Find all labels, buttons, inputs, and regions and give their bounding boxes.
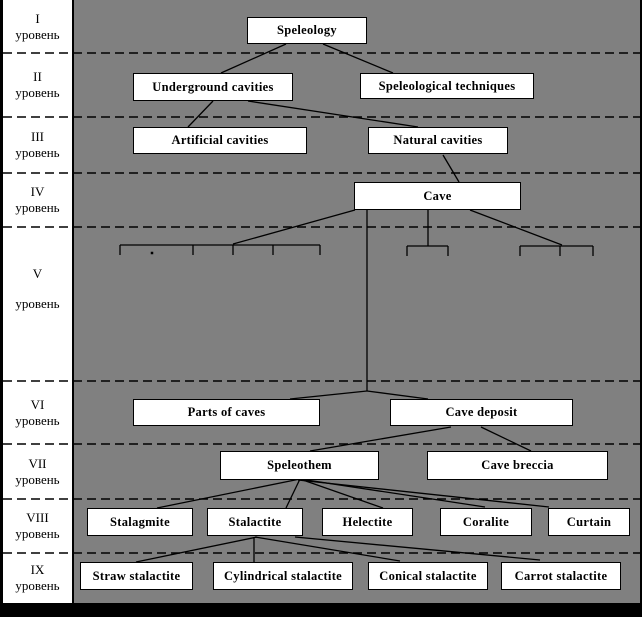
level-numeral: VIII: [26, 510, 49, 525]
node-carrot-stalactite: Carrot stalactite: [501, 562, 621, 590]
node-helectite: Helectite: [322, 508, 413, 536]
node-conical-stalactite: Conical stalactite: [368, 562, 488, 590]
connector-line: [232, 209, 356, 245]
node-straw-stalactite: Straw stalactite: [80, 562, 193, 590]
stray-dot: [150, 251, 154, 255]
level-word: уровень: [15, 526, 60, 541]
connector-line: [294, 536, 541, 561]
connector-line: [442, 154, 460, 183]
level-numeral: VII: [28, 455, 47, 471]
connector-line: [247, 100, 419, 128]
level-numeral: I: [35, 10, 40, 26]
node-parts-of-caves: Parts of caves: [133, 399, 320, 426]
level-word: уровень: [15, 412, 60, 428]
level-word: уровень: [15, 145, 60, 160]
node-cave-breccia: Cave breccia: [427, 451, 608, 480]
diagram-background: [3, 0, 640, 603]
connector-line: [285, 478, 301, 509]
node-cave-deposit: Cave deposit: [390, 399, 573, 426]
level-word: уровень: [15, 471, 60, 487]
level-numeral: IV: [30, 184, 45, 199]
node-speleothem: Speleothem: [220, 451, 379, 480]
connector-line: [187, 100, 214, 128]
level-word: уровень: [15, 26, 60, 42]
level-word: уровень: [15, 200, 60, 215]
level-numeral: IX: [30, 562, 45, 577]
node-natural-cavities: Natural cavities: [368, 127, 508, 154]
connector-line: [289, 390, 368, 400]
level-numeral: V: [32, 266, 43, 281]
node-artificial-cavities: Artificial cavities: [133, 127, 307, 154]
node-curtain: Curtain: [548, 508, 630, 536]
level-word: уровень: [15, 85, 60, 100]
node-stalagmite: Stalagmite: [87, 508, 193, 536]
connector-line: [156, 478, 301, 509]
node-cave: Cave: [354, 182, 521, 210]
connector-line: [480, 426, 532, 452]
node-cylindrical-stalactite: Cylindrical stalactite: [213, 562, 353, 590]
connector-line: [254, 536, 401, 562]
level-numeral: II: [33, 69, 42, 84]
node-coralite: Coralite: [440, 508, 532, 536]
node-speleological-techniques: Speleological techniques: [360, 73, 534, 99]
node-speleology: Speleology: [247, 17, 367, 44]
connector-line: [220, 43, 287, 74]
connector-line: [309, 426, 452, 452]
level-numeral: VI: [30, 396, 45, 412]
connector-line: [297, 479, 550, 508]
connector-line: [322, 43, 394, 74]
connector-line: [469, 209, 563, 246]
level-word: уровень: [15, 578, 60, 593]
node-underground-cavities: Underground cavities: [133, 73, 293, 101]
connector-line: [135, 536, 258, 563]
connector-line: [299, 478, 384, 509]
level-word: уровень: [15, 296, 60, 311]
node-stalactite: Stalactite: [207, 508, 303, 536]
connector-line: [366, 390, 429, 400]
level-numeral: III: [31, 129, 44, 144]
